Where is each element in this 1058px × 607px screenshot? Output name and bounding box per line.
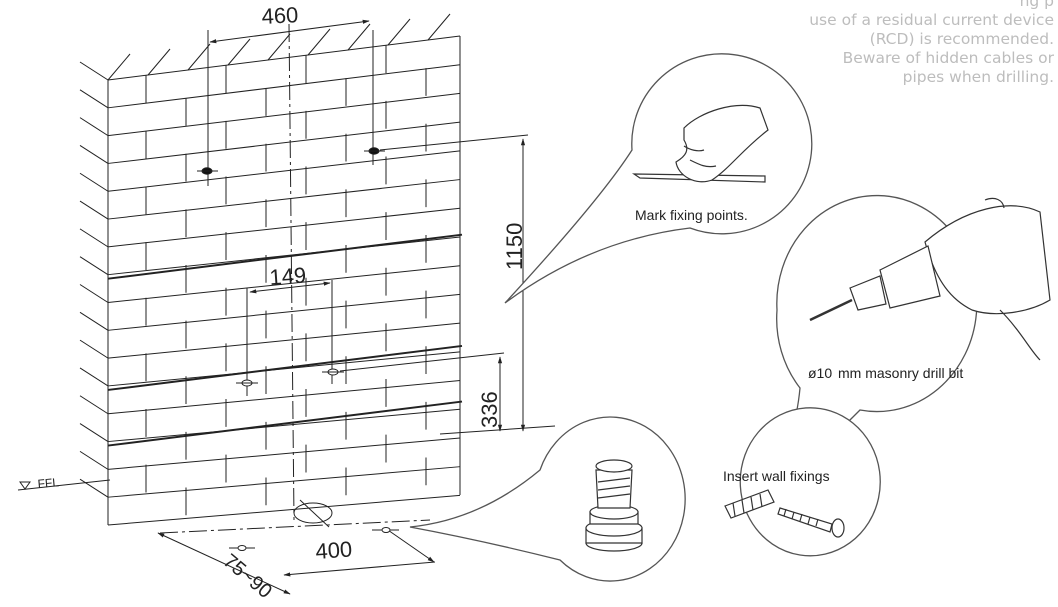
step-fitting-bubble bbox=[409, 416, 686, 582]
safety-note: ng p use of a residual current device (R… bbox=[724, 0, 1054, 87]
step-insert-label: Insert wall fixings bbox=[723, 468, 830, 484]
dimension-lower: 149 bbox=[249, 262, 331, 294]
wall-plug-icon bbox=[724, 489, 775, 519]
safety-note-line-5: pipes when drilling. bbox=[902, 68, 1054, 86]
safety-note-line-1: ng p bbox=[1019, 0, 1054, 10]
safety-note-line-2: use of a residual current device bbox=[809, 11, 1054, 29]
brick-wall bbox=[79, 13, 463, 526]
safety-note-line-3: (RCD) is recommended. bbox=[869, 30, 1054, 48]
dimension-top: 460 bbox=[209, 2, 370, 44]
safety-note-line-4: Beware of hidden cables or bbox=[842, 49, 1054, 67]
center-line bbox=[288, 23, 295, 521]
screw-icon bbox=[777, 507, 845, 538]
step-mark-bubble: Mark fixing points. bbox=[504, 53, 813, 304]
bottom-dimensions bbox=[157, 499, 436, 595]
dimension-height-lower-label: 336 bbox=[477, 391, 502, 428]
dimension-height-upper: 1150 bbox=[379, 134, 556, 435]
dimension-height-lower: 336 bbox=[339, 352, 505, 432]
step-insert-bubble: Insert wall fixings bbox=[723, 407, 881, 557]
floor-level bbox=[17, 479, 111, 491]
lower-fixing-points bbox=[236, 280, 344, 396]
drill-symbol: ø10 bbox=[808, 365, 832, 381]
upper-fixing-points bbox=[197, 30, 385, 186]
bottom-offset-label: 400 bbox=[315, 536, 353, 564]
step-mark-label: Mark fixing points. bbox=[635, 207, 748, 223]
pencil-hand-icon bbox=[631, 104, 769, 183]
step-drill-bubble: ø10 mm masonry drill bit bbox=[769, 194, 1051, 471]
floor-label: FFL bbox=[37, 475, 60, 491]
bottom-range-label: 75~90 bbox=[219, 550, 276, 603]
drill-icon bbox=[809, 197, 1051, 361]
dimension-top-label: 460 bbox=[261, 2, 299, 29]
dimension-lower-label: 149 bbox=[269, 262, 307, 290]
fitting-icon bbox=[585, 459, 643, 552]
step-drill-label: mm masonry drill bit bbox=[838, 365, 963, 381]
dimension-height-upper-label: 1150 bbox=[502, 223, 527, 270]
